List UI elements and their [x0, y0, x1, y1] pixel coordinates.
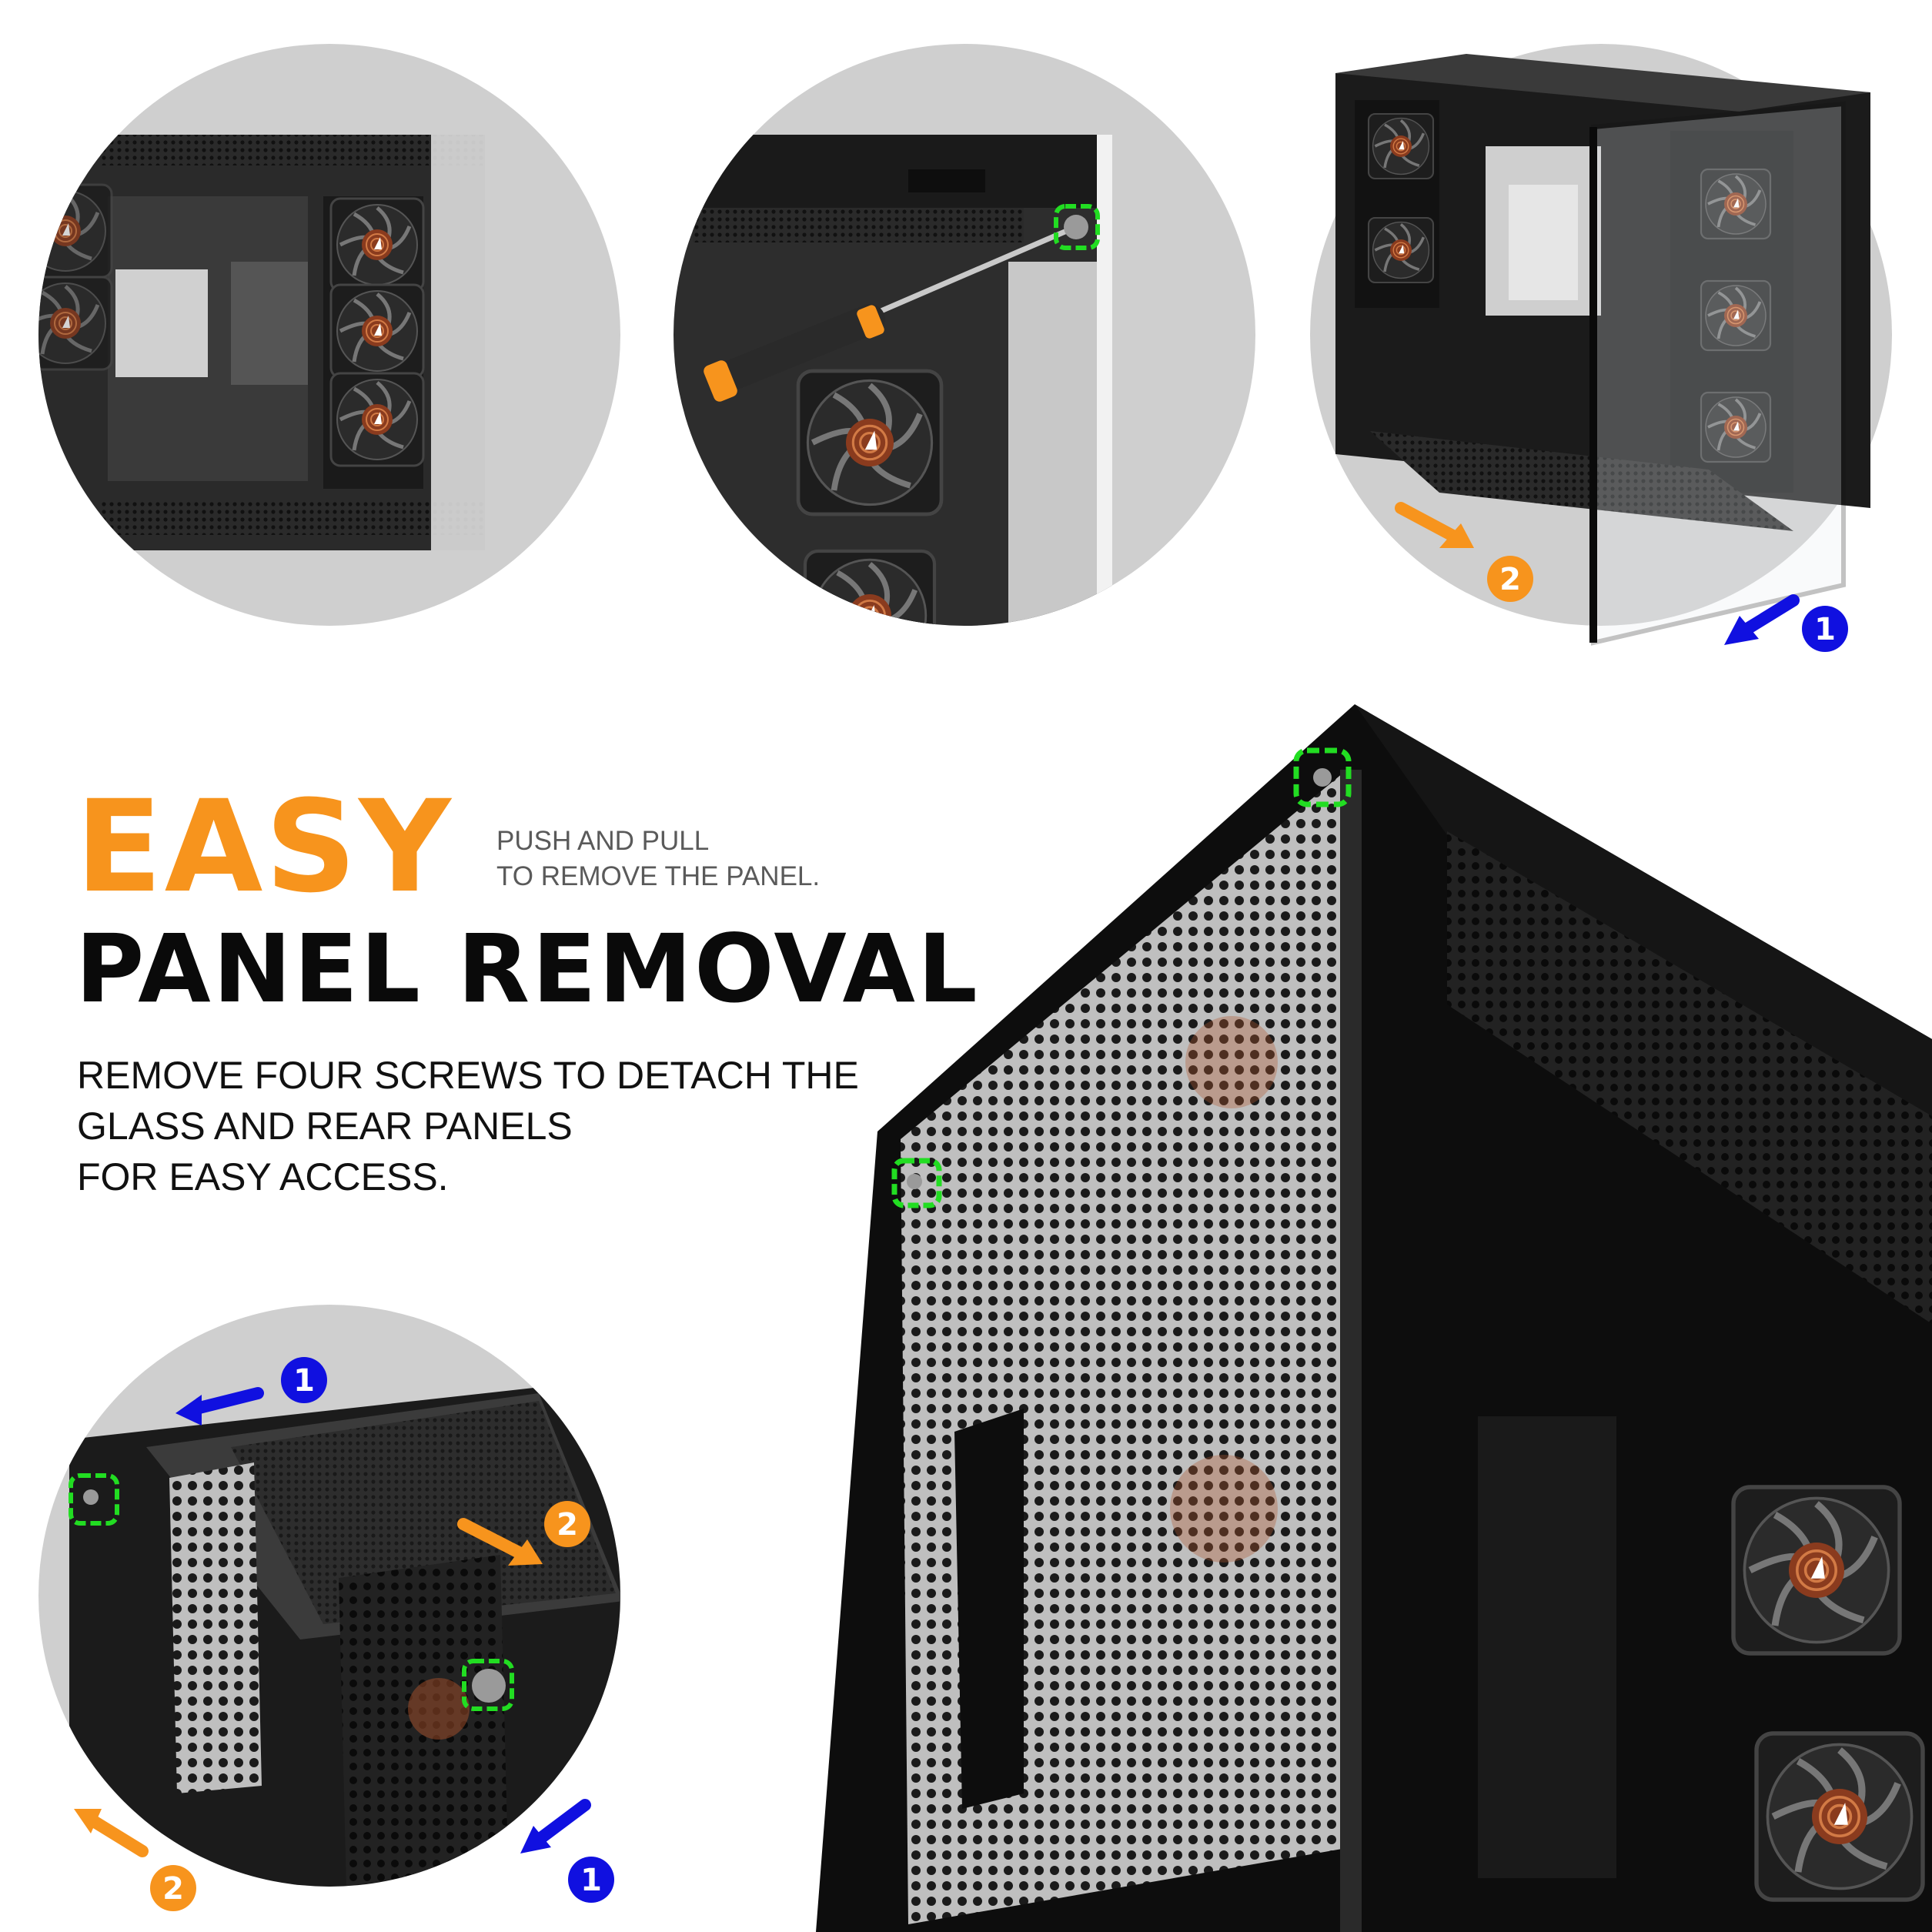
step-1-badge: 1	[580, 1863, 602, 1898]
push-pull-instruction: PUSH AND PULL TO REMOVE THE PANEL.	[496, 824, 820, 894]
description-line-2: GLASS AND REAR PANELS	[77, 1105, 573, 1148]
description-line-1: REMOVE FOUR SCREWS TO DETACH THE	[77, 1054, 859, 1097]
step-2-badge: 2	[162, 1871, 184, 1907]
description: REMOVE FOUR SCREWS TO DETACH THE GLASS A…	[77, 1050, 859, 1202]
case-glass-panel-illustration	[1310, 44, 1892, 646]
interior-view-illustration	[38, 44, 620, 626]
step-arrows	[74, 502, 1800, 1857]
headline-easy: EASY	[75, 773, 453, 921]
step-1-badge: 1	[293, 1363, 315, 1399]
description-line-3: FOR EASY ACCESS.	[77, 1155, 449, 1198]
step-2-badge: 2	[1499, 562, 1521, 597]
step-2-badge: 2	[557, 1507, 578, 1543]
step-badges: 2 1 1 2 2 1	[150, 556, 1848, 1911]
screw-highlight-icon	[1054, 204, 1100, 250]
screwdriver-view-illustration	[674, 44, 1255, 626]
arrow-icon	[1395, 502, 1465, 545]
instruction-line-2: TO REMOVE THE PANEL.	[496, 861, 821, 891]
step-1-badge: 1	[1814, 612, 1836, 647]
main-case-illustration	[816, 704, 1932, 1932]
headline-panel-removal: PANEL REMOVAL	[75, 914, 980, 1024]
rear-panel-illustration	[38, 1305, 620, 1887]
instruction-line-1: PUSH AND PULL	[496, 826, 710, 856]
